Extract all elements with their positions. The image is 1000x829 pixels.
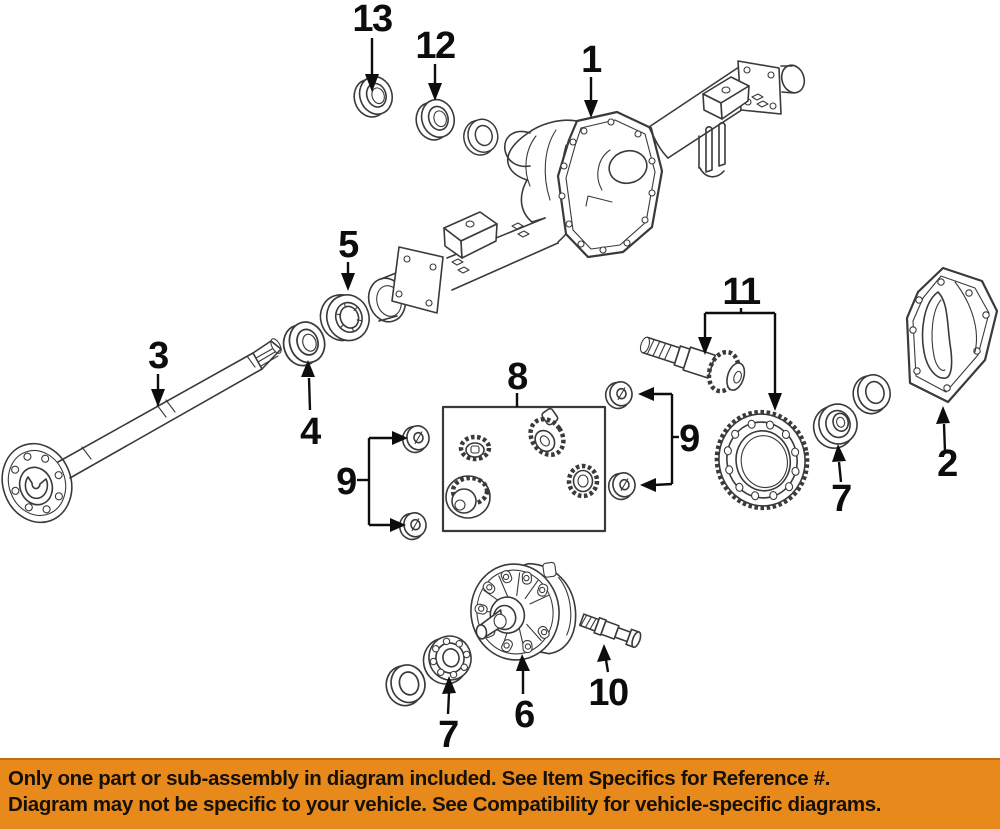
callout-10: 10 (588, 644, 629, 714)
callout-1: 1 (581, 39, 604, 118)
callout-11: 11 (698, 271, 782, 411)
callout-9-left: 9 (336, 431, 408, 532)
callout-label-3: 3 (148, 335, 168, 377)
bearing-balls (429, 637, 471, 679)
callout-7-bottom: 7 (438, 676, 460, 756)
banner-line-2: Diagram may not be specific to your vehi… (8, 793, 882, 816)
callout-label-13: 13 (352, 0, 392, 40)
callout-label-11: 11 (722, 271, 761, 313)
part-pinion-gear (639, 336, 746, 394)
part-bearing-7-right (812, 403, 858, 449)
part-seal-12 (410, 94, 461, 146)
part-internal-gear-kit (441, 405, 607, 533)
callout-label-9-right: 9 (679, 418, 699, 460)
disclaimer-banner: Only one part or sub-assembly in diagram… (0, 758, 1000, 829)
callout-3: 3 (148, 335, 170, 407)
callout-9-right: 9 (638, 387, 701, 492)
parts-diagram: 13 12 1 5 3 4 8 (0, 0, 1000, 758)
part-bearing-5 (319, 294, 370, 342)
callout-label-9-left: 9 (336, 461, 356, 503)
callout-label-8: 8 (507, 356, 527, 398)
part-ring-7-right (848, 370, 896, 419)
diff-cover-bolt-holes (909, 278, 990, 392)
part-ring-gear (714, 409, 810, 511)
callout-label-6: 6 (514, 694, 534, 736)
callout-label-7-bottom: 7 (438, 714, 458, 756)
part-diff-cover (905, 266, 999, 404)
callouts: 13 12 1 5 3 4 8 (148, 0, 959, 756)
callout-label-4: 4 (300, 411, 321, 453)
callout-8: 8 (507, 356, 529, 407)
callout-6: 6 (514, 654, 536, 736)
callout-label-5: 5 (338, 224, 359, 266)
part-pinion-shaft-bolt (578, 613, 642, 648)
part-washer-plain (459, 115, 503, 160)
callout-label-10: 10 (588, 672, 628, 714)
callout-label-12: 12 (415, 25, 455, 67)
callout-7-right: 7 (831, 444, 853, 520)
callout-5: 5 (338, 224, 361, 291)
ring-gear-bolt-holes (723, 419, 800, 501)
callout-13: 13 (352, 0, 393, 92)
callout-12: 12 (415, 25, 456, 101)
callout-2: 2 (936, 406, 959, 485)
callout-label-7-right: 7 (831, 478, 851, 520)
part-axle-shaft (1, 338, 282, 524)
part-bearing-7-bottom (422, 635, 472, 685)
banner-line-1: Only one part or sub-assembly in diagram… (8, 767, 831, 790)
callout-label-1: 1 (581, 39, 602, 81)
cover-bolt-holes (558, 118, 656, 254)
part-axle-housing (367, 60, 806, 323)
shaft-flange-holes (11, 452, 63, 514)
callout-4: 4 (300, 360, 323, 453)
part-ring-7-bottom (380, 660, 431, 711)
exploded-parts-drawing: 13 12 1 5 3 4 8 (1, 0, 999, 756)
part-diff-case (470, 561, 577, 661)
callout-label-2: 2 (937, 443, 957, 485)
